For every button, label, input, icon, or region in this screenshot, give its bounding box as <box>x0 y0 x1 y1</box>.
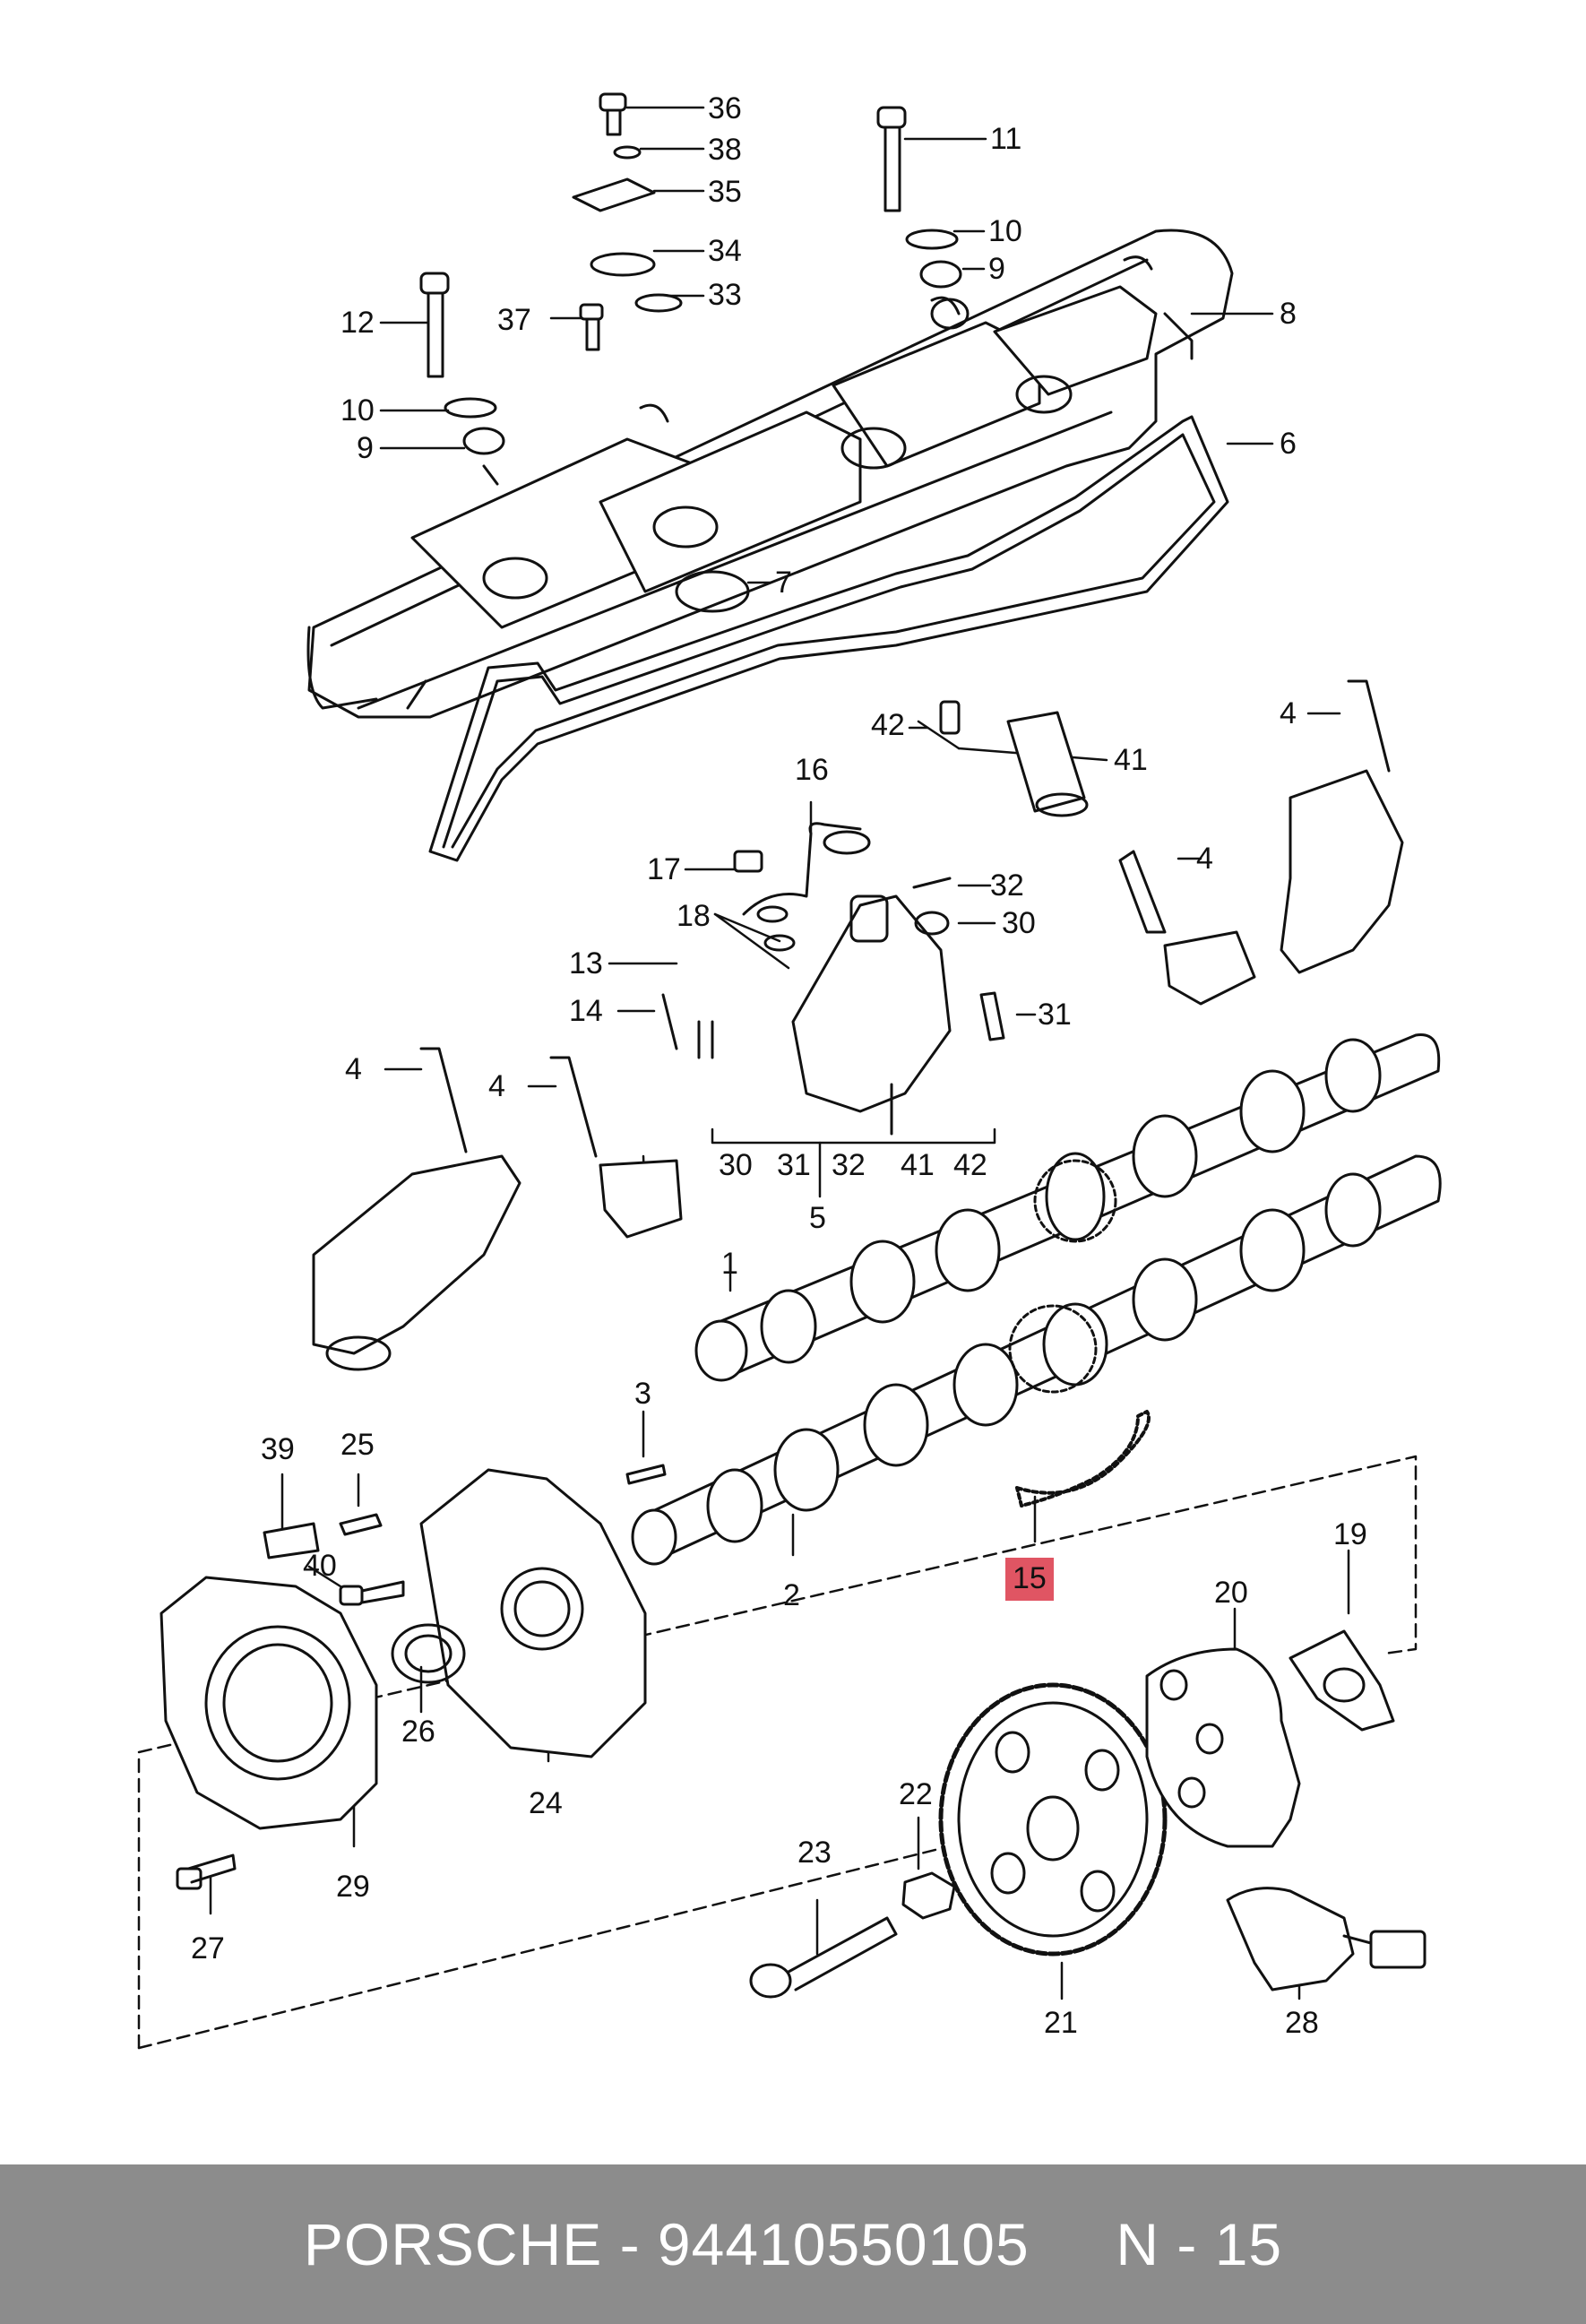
leader-lines <box>209 106 1350 2000</box>
solenoid-41-drawing <box>939 700 1089 817</box>
valve-cover-drawing <box>306 229 1234 719</box>
page-ref: N - 15 <box>1116 2211 1283 2277</box>
callout-20: 20 <box>1214 1576 1248 1610</box>
callout-17: 17 <box>647 852 681 886</box>
callout-5-group-32: 32 <box>832 1148 866 1182</box>
callout-38: 38 <box>708 133 742 167</box>
bolt-23-drawing <box>749 1916 898 1999</box>
group-outline <box>137 1455 1418 2050</box>
gasket-drawing <box>428 415 1229 862</box>
callout-5-group-30: 30 <box>719 1148 753 1182</box>
callout-32: 32 <box>990 868 1024 903</box>
camshaft-2-drawing <box>631 1154 1442 1566</box>
callout-5-group-42: 42 <box>953 1148 987 1182</box>
separator: - <box>602 2211 658 2277</box>
callout-9b: 9 <box>988 252 1005 286</box>
seal-26-drawing <box>391 1623 466 1684</box>
callout-6: 6 <box>1280 427 1297 461</box>
callout-5-group-31: 31 <box>777 1148 811 1182</box>
brand-name: PORSCHE <box>303 2211 603 2277</box>
callout-4-center: 4 <box>488 1069 505 1103</box>
callout-15-highlighted: 15 <box>1005 1558 1054 1601</box>
callout-1: 1 <box>721 1247 738 1281</box>
callout-28: 28 <box>1285 2006 1319 2040</box>
callout-4-mid: 4 <box>1196 842 1213 876</box>
callout-18: 18 <box>677 899 711 933</box>
callout-13: 13 <box>569 946 603 981</box>
callout-12: 12 <box>340 306 375 340</box>
bearing-caps-drawing <box>312 679 1404 1371</box>
callout-35: 35 <box>708 175 742 209</box>
callout-4-left: 4 <box>345 1052 362 1086</box>
bolt-36-drawing <box>572 92 683 351</box>
nut-22-drawing <box>901 1871 956 1920</box>
callout-24: 24 <box>529 1786 563 1820</box>
hub-19-drawing <box>1289 1629 1395 1732</box>
footer-caption: PORSCHE - 94410550105 N - 15 <box>304 2210 1282 2278</box>
callout-21: 21 <box>1044 2006 1078 2040</box>
callout-23: 23 <box>797 1836 832 1870</box>
callout-37: 37 <box>497 303 531 337</box>
sensor-28-drawing <box>1226 1887 1427 1991</box>
callout-34: 34 <box>708 234 742 268</box>
callout-29: 29 <box>336 1870 370 1904</box>
callout-10: 10 <box>340 393 375 428</box>
callout-5-group-41: 41 <box>901 1148 935 1182</box>
callout-10b: 10 <box>988 214 1022 248</box>
callout-27: 27 <box>191 1931 225 1965</box>
housing-drawing <box>159 1468 647 1830</box>
chain-15-drawing <box>1015 1410 1151 1508</box>
callout-40: 40 <box>303 1549 337 1583</box>
callout-36: 36 <box>708 91 742 125</box>
cam-adjuster-drawing <box>661 822 1005 1136</box>
parts-diagram: 36 38 35 34 33 37 12 10 9 11 10 9 8 6 7 … <box>137 91 1442 2050</box>
callout-4-right-top: 4 <box>1280 696 1297 730</box>
callout-5: 5 <box>809 1201 826 1235</box>
callout-16: 16 <box>795 753 829 787</box>
callout-14: 14 <box>569 994 603 1028</box>
callout-11: 11 <box>990 122 1022 156</box>
callout-8: 8 <box>1280 297 1297 331</box>
callout-19: 19 <box>1333 1517 1367 1551</box>
diagram-drawing <box>137 92 1442 2050</box>
sprocket-21-drawing <box>938 1682 1168 1957</box>
gap <box>1030 2211 1116 2277</box>
footer-bar: PORSCHE - 94410550105 N - 15 <box>0 2164 1586 2324</box>
part-number: 94410550105 <box>657 2211 1030 2277</box>
camshaft-1-drawing <box>694 1033 1441 1382</box>
callout-9: 9 <box>357 431 374 465</box>
bolt-12-drawing <box>419 272 505 486</box>
callout-33: 33 <box>708 278 742 312</box>
disc-20-drawing <box>1145 1647 1301 1848</box>
callout-25: 25 <box>340 1428 375 1462</box>
callout-39: 39 <box>261 1432 295 1466</box>
callout-22: 22 <box>899 1777 933 1811</box>
callout-3: 3 <box>634 1377 651 1411</box>
callout-41: 41 <box>1114 743 1148 777</box>
key-3-drawing <box>625 1464 667 1485</box>
callout-26: 26 <box>401 1715 435 1749</box>
bolt-11-drawing <box>876 106 970 330</box>
callout-2: 2 <box>783 1578 800 1612</box>
callout-7: 7 <box>775 566 792 600</box>
callout-31: 31 <box>1038 998 1072 1032</box>
callout-30: 30 <box>1002 906 1036 940</box>
callout-42: 42 <box>871 708 905 742</box>
seal-7-drawing <box>675 570 750 613</box>
